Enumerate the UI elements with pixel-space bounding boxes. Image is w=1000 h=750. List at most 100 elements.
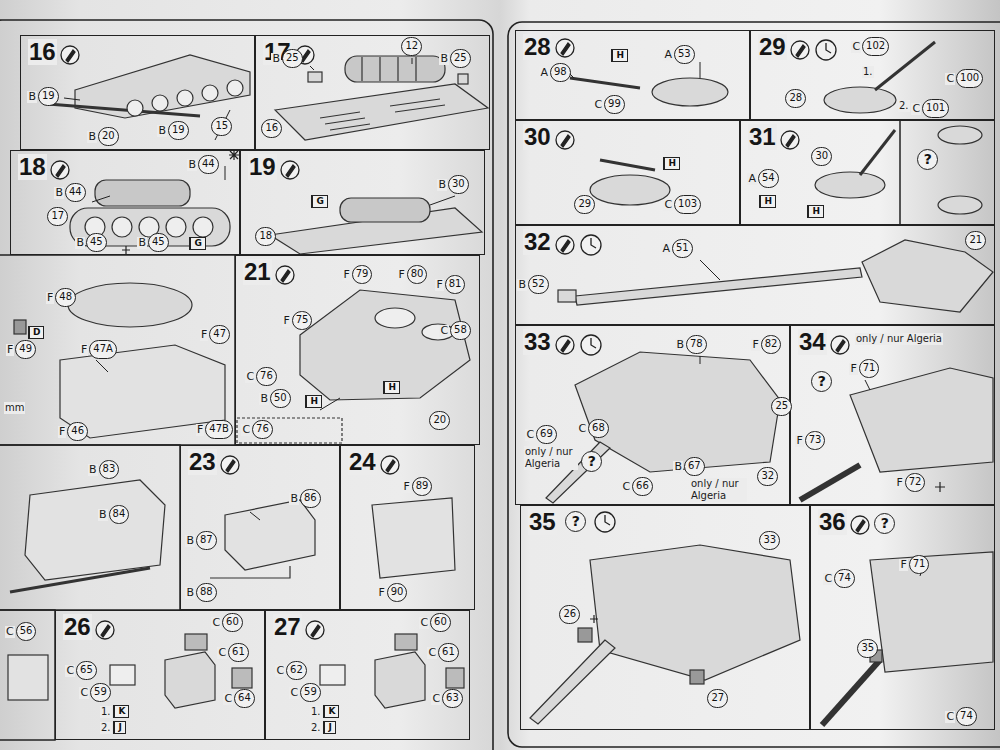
- step-number: 24: [348, 449, 377, 475]
- part-letter: C: [945, 711, 955, 723]
- part-letter: B: [137, 237, 147, 249]
- drawing-circle: [221, 456, 239, 474]
- drawing-circle: [61, 46, 79, 64]
- part-number: 19: [168, 121, 189, 140]
- flag-letter: D: [28, 326, 44, 339]
- drawing-line: [395, 105, 445, 112]
- part-callout: 30: [811, 147, 832, 166]
- drawing-polygon: [862, 240, 993, 312]
- glue-icon: [556, 39, 574, 57]
- drawing-rect: [558, 290, 576, 302]
- step-panel: 18B44B4417B45B45G: [10, 150, 240, 255]
- part-letter: F: [196, 424, 204, 436]
- part-number: 100: [956, 69, 983, 88]
- part-number: 74: [834, 569, 855, 588]
- drawing-circle: [581, 235, 601, 255]
- drawing-line: [92, 196, 110, 202]
- drawing-line: [225, 166, 226, 180]
- part-callout: C62: [275, 661, 306, 680]
- part-callout: 15: [211, 117, 232, 136]
- note-text: mm: [4, 402, 25, 414]
- glue-icon: [281, 161, 299, 179]
- part-letter: C: [211, 617, 221, 629]
- part-number: 76: [252, 420, 273, 439]
- drawing-line: [325, 118, 365, 124]
- part-callout: F75: [282, 311, 312, 330]
- glue-icon: [556, 236, 574, 254]
- part-letter: A: [663, 49, 673, 61]
- drawing-line: [860, 130, 895, 175]
- part-letter: C: [79, 687, 89, 699]
- step-panel: 35?332627: [520, 505, 810, 730]
- drawing-line: [430, 196, 455, 205]
- glue-icon: [791, 41, 809, 59]
- flag-marker: H: [383, 381, 400, 394]
- part-letter: B: [98, 509, 108, 521]
- drawing-line: [64, 98, 80, 100]
- drawing-line: [330, 124, 370, 130]
- glue-icon: [781, 131, 799, 149]
- note-text: 2.: [100, 722, 112, 734]
- part-callout: 25: [771, 397, 792, 416]
- part-number: 30: [448, 175, 469, 194]
- drawing-circle: [96, 621, 114, 639]
- part-number: 33: [759, 531, 780, 550]
- question-mark: ?: [874, 513, 895, 534]
- part-number: 56: [16, 622, 37, 641]
- part-callout: B86: [289, 489, 320, 508]
- part-callout: C58: [439, 321, 470, 340]
- drawing-path: [286, 165, 295, 177]
- part-number: 27: [707, 689, 728, 708]
- part-callout: C68: [577, 419, 608, 438]
- part-number: 53: [674, 45, 695, 64]
- part-number: 44: [65, 183, 86, 202]
- part-number: 54: [758, 169, 779, 188]
- part-callout: B19: [157, 121, 188, 140]
- drawing-g: [85, 217, 213, 237]
- drawing-line: [700, 260, 720, 280]
- part-number: 48: [55, 288, 76, 307]
- drawing-polygon: [590, 545, 800, 680]
- step-panel: 21F79F80F81F75C58C76B50HH20C76: [235, 255, 480, 445]
- part-callout: 17: [47, 207, 68, 226]
- part-callout: C102: [851, 37, 889, 56]
- part-number: 61: [228, 643, 249, 662]
- step-number: 28: [523, 34, 552, 60]
- drawing-ellipse: [590, 175, 670, 205]
- drawing-line: [96, 360, 108, 372]
- part-number: 90: [387, 583, 408, 602]
- drawing-rect: [95, 180, 190, 206]
- part-callout: B67: [673, 457, 704, 476]
- flag-marker: J: [113, 721, 125, 734]
- part-number: 45: [86, 233, 107, 252]
- part-letter: B: [185, 587, 195, 599]
- step-number: 26: [63, 614, 92, 640]
- part-letter: B: [185, 535, 195, 547]
- drawing-circle: [556, 336, 574, 354]
- part-number: 71: [859, 359, 880, 378]
- part-letter: C: [577, 423, 587, 435]
- flag-letter: H: [305, 395, 322, 408]
- drawing-ellipse: [652, 78, 728, 106]
- step-number: 18: [18, 154, 47, 180]
- drawing-path: [796, 45, 805, 57]
- part-number: 25: [282, 49, 303, 68]
- drawing-polygon: [275, 84, 488, 140]
- cut-panel-frames: [0, 120, 900, 740]
- part-letter: B: [187, 159, 197, 171]
- tank-parts: [8, 42, 993, 725]
- part-letter: B: [87, 131, 97, 143]
- part-number: 21: [965, 231, 986, 250]
- leader-lines: [64, 58, 925, 576]
- drawing-circle: [595, 512, 615, 532]
- page-frames: [0, 20, 1000, 750]
- note-text: only / nur Algeria: [524, 446, 578, 470]
- drawing-circle: [166, 217, 186, 237]
- step-panel: 3130A54HH?: [740, 120, 995, 225]
- drawing-path: [591, 238, 596, 248]
- glue-icon: [556, 131, 574, 149]
- step-panel: 32B52A5121: [515, 225, 995, 325]
- drawing-circle: [193, 217, 213, 237]
- part-callout: B52: [517, 275, 548, 294]
- part-number: 71: [909, 555, 930, 574]
